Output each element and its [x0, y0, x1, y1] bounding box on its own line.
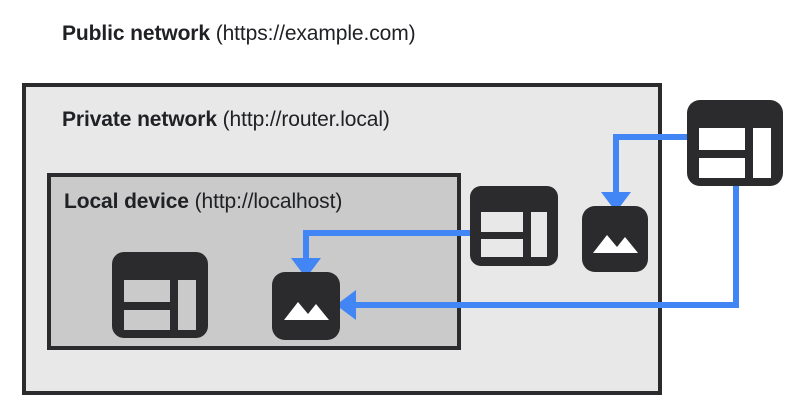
local-device-label-url: (http://localhost) [188, 190, 343, 213]
image-icon-local-device [272, 272, 340, 340]
image-icon [272, 272, 340, 340]
browser-window-icon-public-network [687, 100, 783, 186]
browser-window-icon [112, 252, 208, 338]
public-network-label-strong: Public network [62, 22, 210, 45]
local-device-label-strong: Local device [64, 190, 189, 213]
private-network-label-url: (http://router.local) [216, 108, 390, 131]
private-network-label: Private network (http://router.local) [62, 108, 390, 132]
browser-window-icon-private-network [470, 186, 558, 266]
browser-window-icon [470, 186, 558, 266]
browser-window-icon-local-device [112, 252, 208, 338]
image-icon-private-network [582, 206, 648, 272]
image-icon [582, 206, 648, 272]
browser-window-icon [687, 100, 783, 186]
local-device-label: Local device (http://localhost) [64, 190, 342, 214]
public-network-label: Public network (https://example.com) [62, 22, 416, 46]
public-network-label-url: (https://example.com) [209, 22, 416, 45]
private-network-label-strong: Private network [62, 108, 217, 131]
